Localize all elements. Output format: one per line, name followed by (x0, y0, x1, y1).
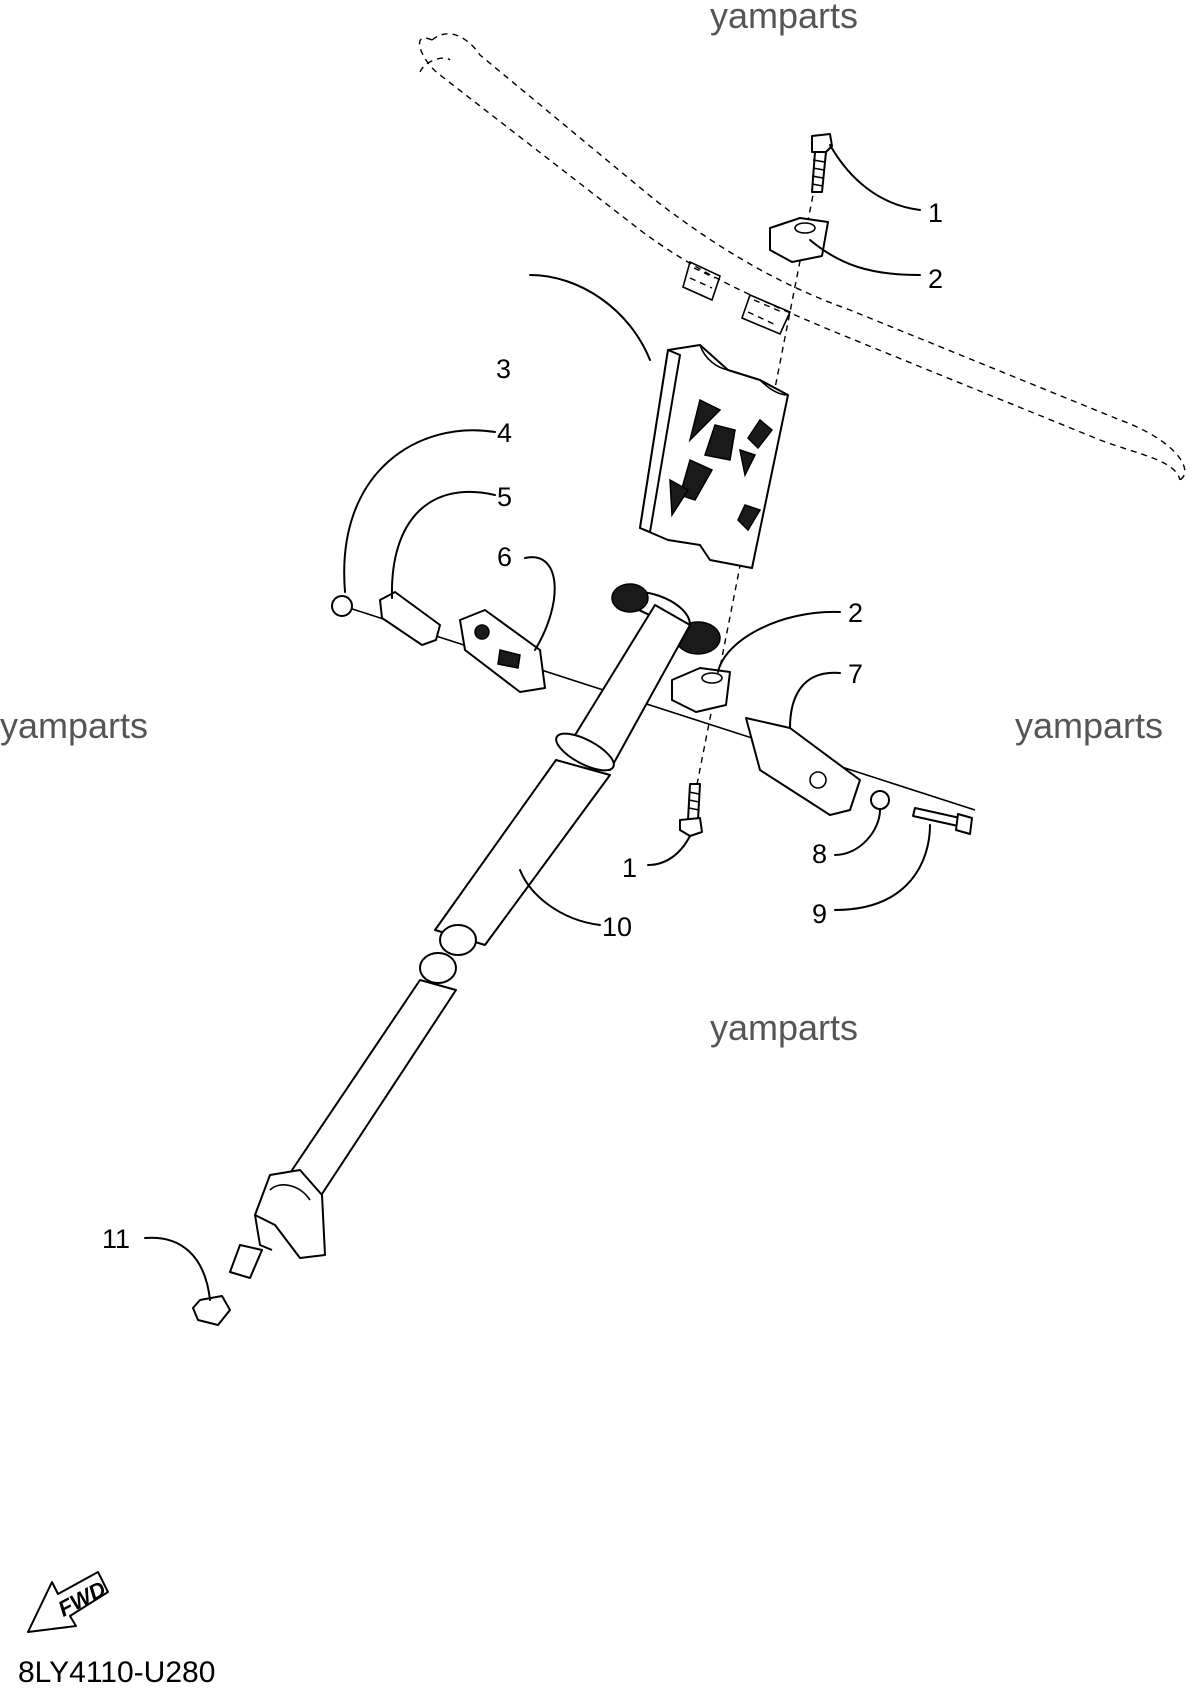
leader-7 (789, 671, 841, 729)
lower-clamp-part (671, 667, 731, 713)
callout-10: 10 (602, 912, 632, 942)
watermark-left: yamparts (0, 705, 148, 746)
callout-2-lower: 2 (848, 598, 863, 628)
watermark-center: yamparts (710, 1007, 858, 1048)
leader-5 (390, 490, 496, 599)
nut-left-part (331, 595, 353, 617)
leader-8 (834, 809, 881, 856)
callout-2-top: 2 (928, 264, 943, 294)
leader-9 (834, 824, 931, 911)
leader-2-top (809, 239, 921, 276)
callout-1-top: 1 (928, 198, 943, 228)
callout-7: 7 (848, 659, 863, 689)
handlebar-outline (418, 33, 1186, 481)
handlebar-riser-part (639, 344, 789, 569)
callout-9: 9 (812, 899, 827, 929)
bolt-lower-part (679, 783, 703, 837)
leader-1-lower (647, 835, 691, 866)
fwd-arrow-icon: FWD (27, 1571, 110, 1633)
leader-3 (529, 274, 651, 361)
callout-6: 6 (497, 542, 512, 572)
steering-shaft-part (254, 583, 721, 1259)
leader-2-lower (717, 610, 841, 673)
diagram-code: 8LY4110-U280 (18, 1656, 215, 1689)
link-plate-part (379, 591, 441, 646)
watermark-right: yamparts (1015, 705, 1163, 746)
upper-clamp-part (769, 217, 829, 263)
leader-10 (519, 869, 601, 926)
callout-5: 5 (497, 482, 512, 512)
leader-1-top (829, 144, 921, 211)
callout-3: 3 (496, 354, 511, 384)
bolt-right-part (912, 807, 973, 835)
nut-right-part (870, 790, 890, 810)
leader-11 (144, 1236, 211, 1301)
watermark-top: yamparts (710, 0, 858, 36)
callout-4: 4 (497, 418, 512, 448)
callout-8: 8 (812, 839, 827, 869)
callout-11: 11 (102, 1224, 130, 1254)
shaft-bolt-part (192, 1244, 263, 1326)
cross-axis-line (339, 604, 976, 811)
leader-4 (343, 429, 496, 593)
callout-1-lower: 1 (622, 853, 637, 883)
right-bracket-part (745, 717, 861, 816)
bolt-top-part (811, 133, 833, 193)
leader-6 (524, 556, 556, 651)
left-bracket-part (459, 609, 546, 693)
